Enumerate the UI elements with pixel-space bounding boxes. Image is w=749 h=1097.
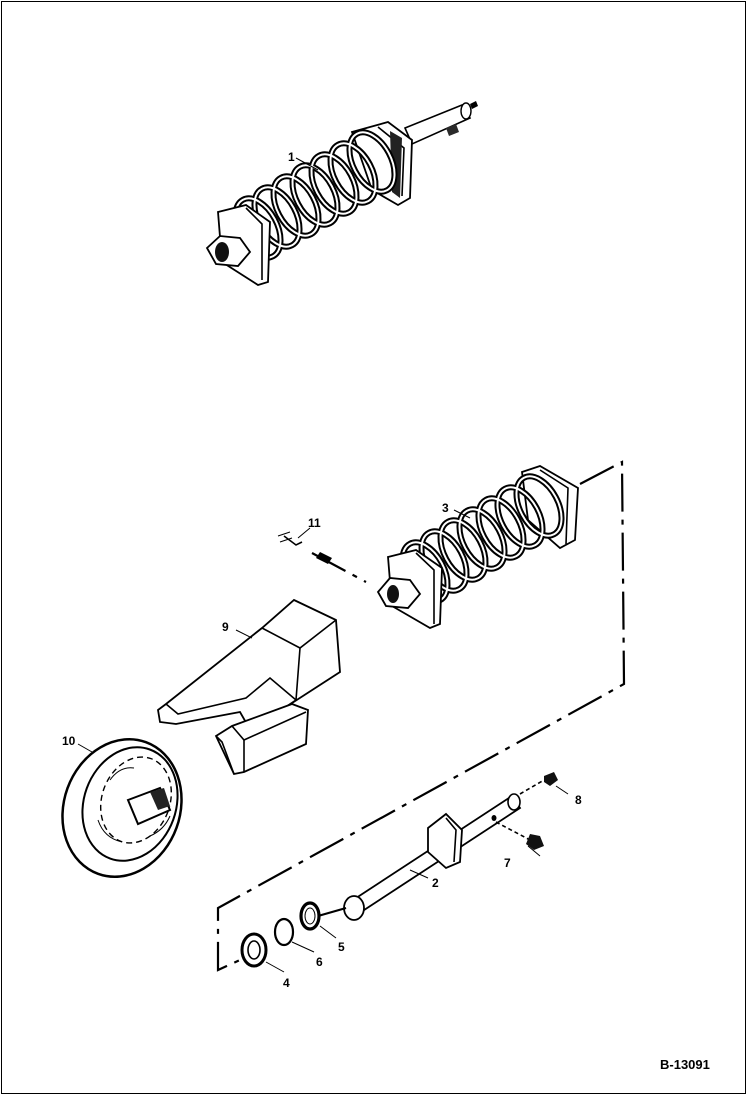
part-label-2: 2	[432, 876, 439, 890]
idler-wheel-10[interactable]	[44, 722, 201, 893]
part-label-1: 1	[288, 150, 295, 164]
bracket-9[interactable]	[157, 598, 341, 776]
part-label-9: 9	[222, 620, 229, 634]
bolt-8[interactable]	[519, 772, 558, 795]
part-label-7: 7	[504, 856, 511, 870]
part-label-10: 10	[62, 734, 76, 748]
part-label-6: 6	[316, 955, 323, 969]
recoil-spring-assembly-1[interactable]	[205, 101, 478, 286]
part-label-8: 8	[575, 793, 582, 807]
washer-5[interactable]	[299, 901, 321, 931]
pin-11[interactable]	[277, 531, 367, 583]
o-ring-6[interactable]	[273, 917, 295, 947]
nut-4[interactable]	[240, 932, 268, 968]
part-label-3: 3	[442, 501, 449, 515]
part-label-11: 11	[308, 516, 321, 530]
shaft-2[interactable]	[343, 793, 522, 921]
assembly-guide-lines	[216, 460, 626, 972]
recoil-spring-3[interactable]	[376, 465, 579, 629]
part-label-5: 5	[338, 940, 345, 954]
leader-lines	[77, 157, 569, 973]
figure-code: B-13091	[660, 1057, 710, 1072]
bolt-7[interactable]	[495, 821, 544, 850]
part-label-4: 4	[283, 976, 290, 990]
